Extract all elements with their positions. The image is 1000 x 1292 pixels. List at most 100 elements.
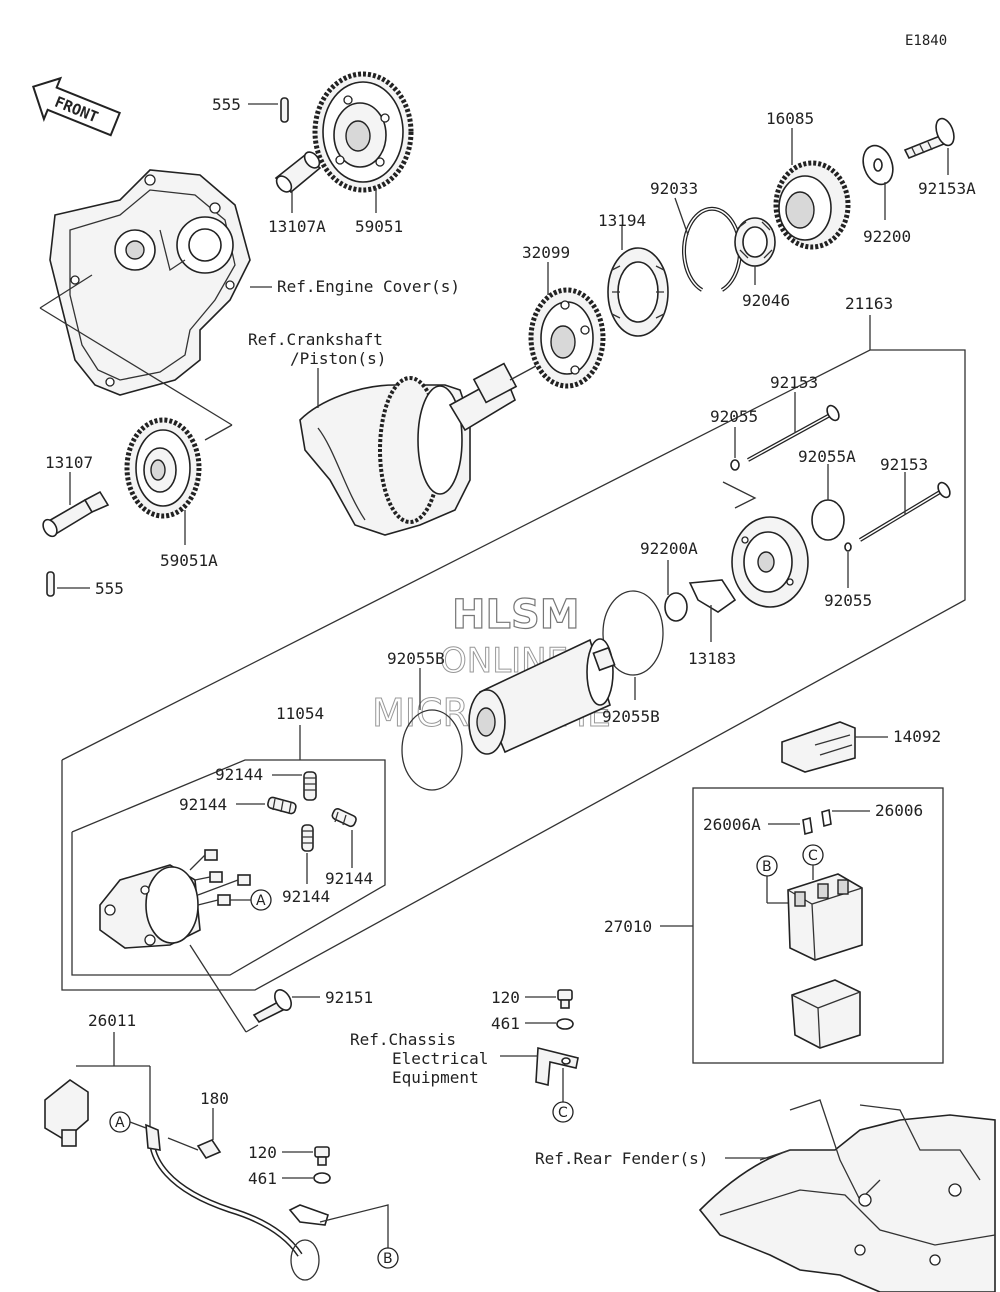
label-26006a: 26006A: [703, 815, 761, 834]
bolt-92151-drawing: [252, 989, 292, 1024]
bolt-92153-a-drawing: [747, 404, 840, 462]
oring-92055-a-drawing: [730, 459, 740, 471]
label-92200: 92200: [863, 227, 911, 246]
ref-chassis-line-2: Electrical: [392, 1049, 488, 1068]
pin-555-top-drawing: [280, 97, 289, 123]
cover-14092-drawing: [781, 721, 856, 773]
label-13107: 13107: [45, 453, 93, 472]
front-arrow-icon: FRONT: [31, 76, 122, 137]
plate-13183-drawing: [688, 579, 737, 613]
label-92055a: 92055A: [798, 447, 856, 466]
gear-59051a-drawing: [124, 417, 202, 519]
washer-92200a-drawing: [664, 592, 688, 622]
label-13183: 13183: [688, 649, 736, 668]
label-92151: 92151: [325, 988, 373, 1007]
watermark-line-1: HLSM: [452, 592, 580, 638]
label-13194: 13194: [598, 211, 646, 230]
ref-chassis-line-3: Equipment: [392, 1068, 479, 1087]
label-21163: 21163: [845, 294, 893, 313]
label-27010: 27010: [604, 917, 652, 936]
label-120-a: 120: [491, 988, 520, 1007]
spring-92144-a-drawing: [303, 771, 317, 801]
label-92153-a: 92153: [770, 373, 818, 392]
label-180: 180: [200, 1089, 229, 1108]
oring-92055-b-drawing: [844, 542, 852, 552]
gear-32099-drawing: [528, 287, 606, 389]
bolt-92153a-drawing: [903, 117, 955, 160]
circlip-92033-drawing: [682, 206, 742, 292]
label-92144-c: 92144: [325, 869, 373, 888]
sleeve-13107a-drawing: [274, 151, 322, 194]
ref-crankshaft-line-1: Ref.Crankshaft: [248, 330, 383, 349]
brush-holder-drawing: [99, 849, 251, 949]
gear-16085-drawing: [773, 160, 851, 250]
label-92033: 92033: [650, 179, 698, 198]
relay-holder-drawing: [791, 979, 861, 1049]
rear-fender-drawing: [698, 1099, 996, 1292]
assembly-11054-frame: [71, 759, 386, 976]
bolt-92153-b-drawing: [858, 481, 951, 542]
label-26006: 26006: [875, 801, 923, 820]
washer-92200-drawing: [862, 144, 894, 186]
callout-b-2: [377, 1247, 399, 1269]
label-13107a: 13107A: [268, 217, 326, 236]
oring-92055a-drawing: [811, 499, 845, 541]
label-16085: 16085: [766, 109, 814, 128]
label-461-b: 461: [248, 1169, 277, 1188]
label-92144-d: 92144: [282, 887, 330, 906]
motor-end-cover-drawing: [731, 516, 809, 608]
bolt-120-a-drawing: [557, 989, 573, 1009]
sleeve-13107-drawing: [42, 490, 110, 538]
label-11054: 11054: [276, 704, 324, 723]
label-92055-a: 92055: [710, 407, 758, 426]
label-92055b-a: 92055B: [387, 649, 445, 668]
spring-92144-d-drawing: [301, 824, 314, 852]
oring-92055b-b-drawing: [602, 590, 664, 676]
callout-b-2-text: B: [383, 1251, 393, 1267]
callout-c-1-text: C: [808, 848, 818, 864]
label-92144-b: 92144: [179, 795, 227, 814]
label-120-b: 120: [248, 1143, 277, 1162]
label-92046: 92046: [742, 291, 790, 310]
assembly-21163-frame: [61, 349, 966, 991]
spring-92144-b-drawing: [267, 796, 297, 815]
label-92153-b: 92153: [880, 455, 928, 474]
clutch-13194-drawing: [607, 247, 669, 337]
label-92055-b: 92055: [824, 591, 872, 610]
callout-a-2-text: A: [115, 1115, 125, 1131]
starter-motor-drawing: [468, 638, 616, 755]
label-59051: 59051: [355, 217, 403, 236]
callout-c-2: [552, 1101, 574, 1123]
diagram-code: E1840: [905, 33, 947, 49]
label-26011: 26011: [88, 1011, 136, 1030]
label-461-a: 461: [491, 1014, 520, 1033]
callout-a-1-text: A: [256, 893, 266, 909]
bearing-92046-drawing: [734, 217, 776, 267]
ref-rear-fender: Ref.Rear Fender(s): [535, 1149, 708, 1168]
pin-555-bottom-drawing: [46, 571, 55, 597]
bolt-180-drawing: [167, 1137, 222, 1159]
ref-chassis-line-1: Ref.Chassis: [350, 1030, 456, 1049]
label-59051a: 59051A: [160, 551, 218, 570]
label-555-bottom: 555: [95, 579, 124, 598]
spring-92144-c-drawing: [331, 808, 357, 828]
ground-bracket-drawing: [535, 1046, 579, 1087]
ref-engine-cover: Ref.Engine Cover(s): [277, 277, 460, 296]
label-92153a: 92153A: [918, 179, 976, 198]
label-92200a: 92200A: [640, 539, 698, 558]
engine-cover-drawing: [49, 169, 251, 396]
bolt-120-b-drawing: [314, 1146, 330, 1166]
label-32099: 32099: [522, 243, 570, 262]
crankshaft-drawing: [299, 362, 518, 536]
washer-461-a-drawing: [556, 1018, 574, 1030]
callout-b-1-text: B: [762, 859, 772, 875]
cable-26011-drawing: [44, 1079, 329, 1281]
callout-c-2-text: C: [558, 1105, 568, 1121]
gear-59051-drawing: [312, 71, 414, 193]
label-92055b-b: 92055B: [602, 707, 660, 726]
starter-relay-drawing: [787, 873, 863, 961]
oring-92055b-a-drawing: [401, 709, 463, 791]
label-555-top: 555: [212, 95, 241, 114]
fuse-26006-drawing: [802, 808, 832, 836]
